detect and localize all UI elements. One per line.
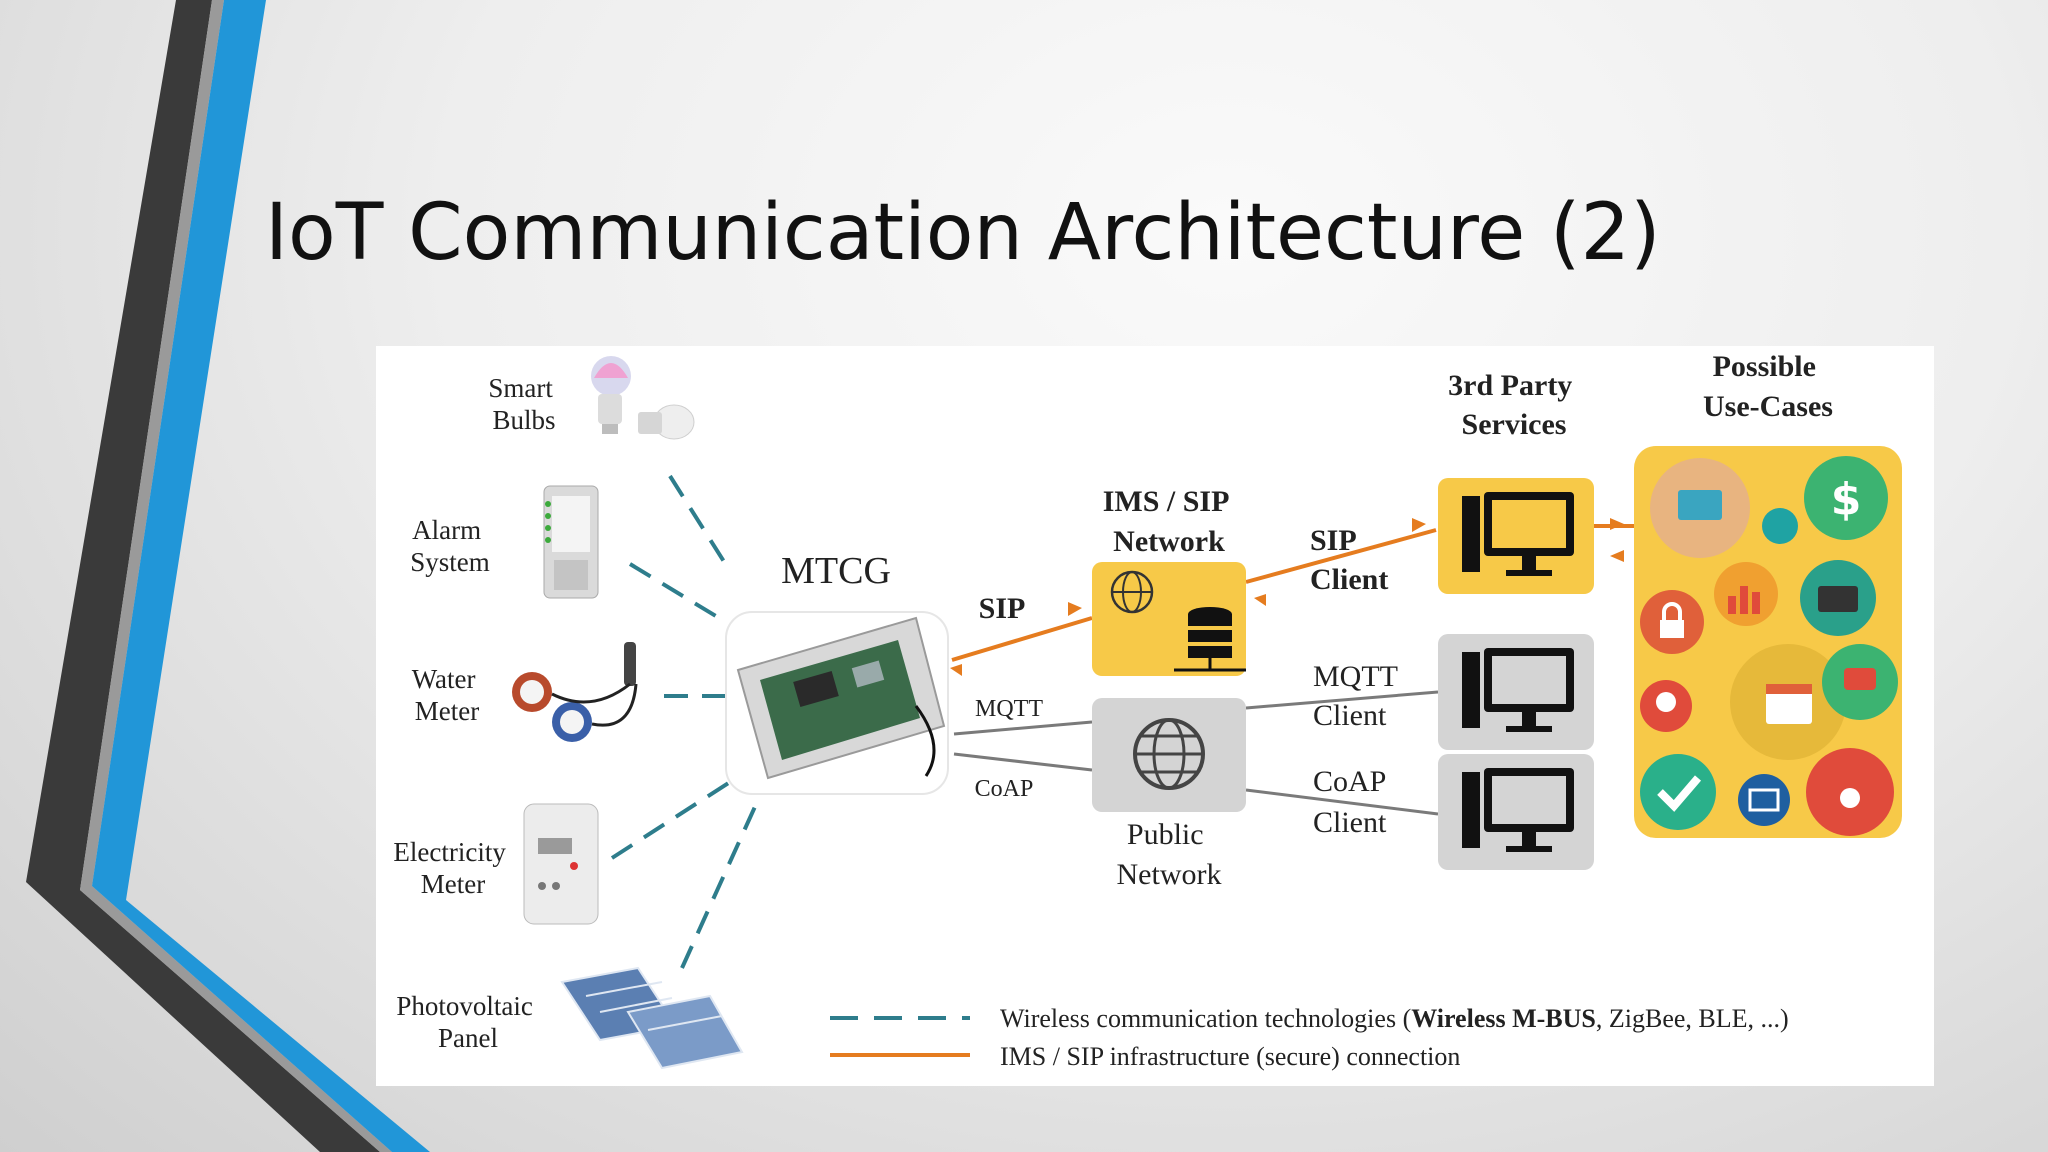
computer-icon [1462, 496, 1480, 572]
mail-icon [1738, 774, 1790, 826]
mtcg-gateway-icon [725, 611, 949, 795]
water-meter-icon [512, 642, 638, 742]
legend-ims-text: IMS / SIP infrastructure (secure) connec… [1000, 1042, 1460, 1071]
ims-sip-network-box [1092, 562, 1246, 676]
sip-client-label: SIP Client [1310, 524, 1388, 596]
use-cases-panel: $ [1634, 446, 1902, 838]
alarm-system-label: Alarm System [410, 515, 490, 577]
possible-use-cases-label: Possible Use-Cases [1703, 350, 1833, 423]
check-icon [1640, 754, 1716, 830]
public-network-label: Public Network [1117, 818, 1222, 891]
sip-link-label: SIP [979, 592, 1026, 625]
mqtt-client-label: MQTT Client [1313, 660, 1405, 732]
smart-bulbs-icon [591, 356, 695, 440]
electricity-meter-icon [523, 803, 599, 925]
slide-title: IoT Communication Architecture (2) [265, 188, 1661, 278]
photovoltaic-panel-label: Photovoltaic Panel [396, 991, 539, 1053]
dark-stripe [26, 0, 380, 1152]
architecture-diagram: Smart Bulbs Alarm System Water Meter Ele… [376, 346, 1934, 1086]
photovoltaic-panel-icon [560, 966, 744, 1070]
third-party-computer-mqtt [1438, 634, 1594, 750]
electricity-meter-label: Electricity Meter [393, 837, 512, 899]
computer-icon [1462, 652, 1480, 728]
sip-arrows [950, 518, 1624, 676]
legend: Wireless communication technologies (Wir… [830, 1004, 1789, 1071]
mqtt-coap-lines [953, 690, 1439, 816]
mqtt-link-label: MQTT [975, 696, 1043, 722]
blue-stripe [92, 0, 430, 1152]
database-icon [1174, 607, 1246, 672]
smart-bulbs-label: Smart Bulbs [488, 373, 559, 435]
svg-text:$: $ [1831, 474, 1862, 525]
chat-icon [1762, 508, 1798, 544]
coap-client-label: CoAP Client [1313, 765, 1393, 839]
third-party-computer-coap [1438, 754, 1594, 870]
third-party-services-label: 3rd Party Services [1448, 369, 1580, 441]
wireless-links [610, 474, 760, 969]
money-bag-icon [1804, 456, 1888, 540]
computer-icon [1462, 772, 1480, 848]
ims-sip-network-label: IMS / SIP Network [1103, 485, 1236, 558]
third-party-computer-sip [1438, 478, 1594, 594]
public-network-box [1092, 698, 1246, 812]
mtcg-label: MTCG [781, 550, 891, 592]
alarm-system-icon [543, 485, 599, 599]
water-meter-label: Water Meter [412, 664, 483, 726]
legend-wireless-text: Wireless communication technologies (Wir… [1000, 1004, 1789, 1033]
coap-link-label: CoAP [975, 776, 1034, 802]
